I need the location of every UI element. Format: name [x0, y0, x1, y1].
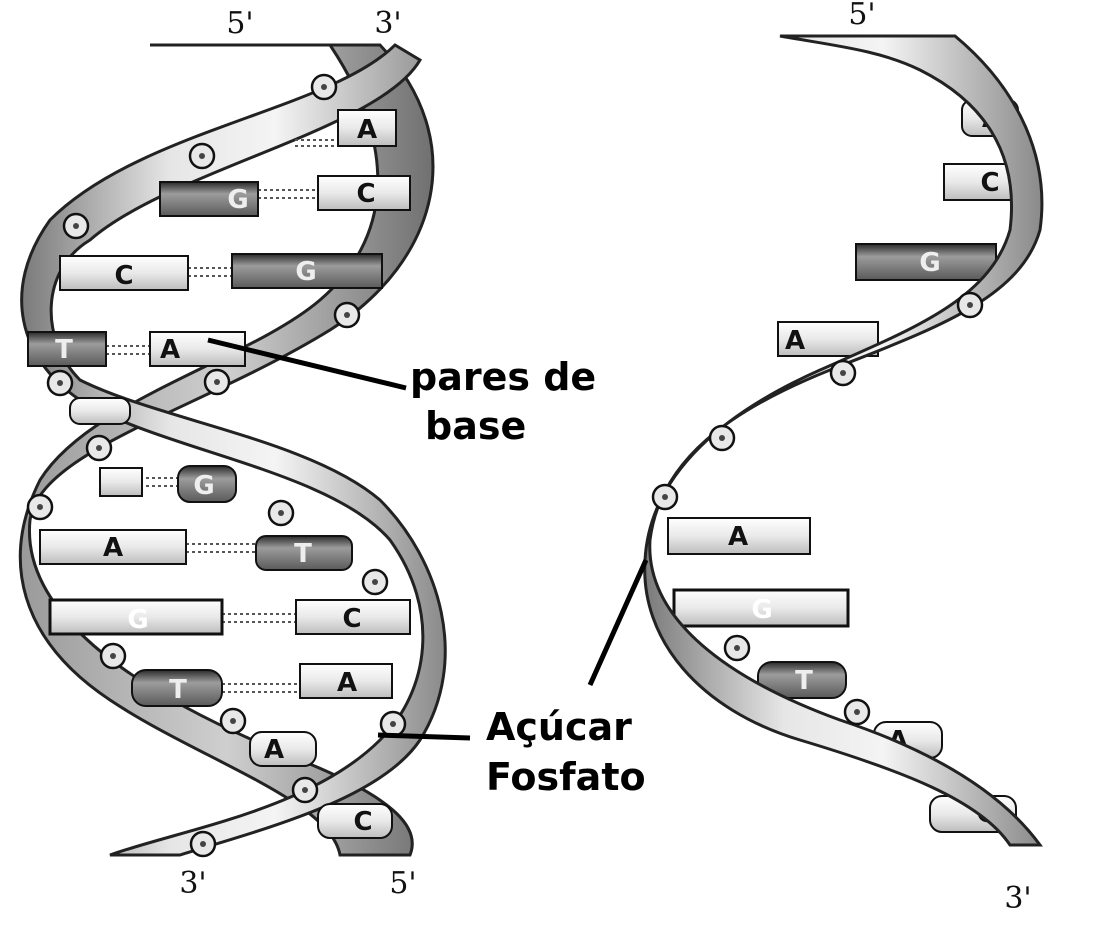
base-block: [317, 803, 393, 839]
base-pair-4: T A: [27, 331, 246, 367]
backbone-strand: [643, 34, 1044, 847]
base-block: [757, 661, 847, 699]
hydrogen-bonds: [106, 139, 335, 693]
base-letter: G: [193, 471, 214, 501]
base-letter: C: [356, 179, 375, 209]
base-letter: A: [785, 326, 805, 356]
base-block: [39, 529, 187, 565]
base-letter: C: [353, 807, 372, 837]
base-letter: G: [919, 248, 940, 278]
base-block: [159, 181, 259, 217]
base-block: [131, 669, 223, 707]
base-pair-5: [69, 397, 131, 425]
base-pair-10: A: [249, 731, 317, 767]
base-letter: A: [357, 115, 377, 145]
bottom-end-label: 3': [1004, 881, 1031, 916]
base-block: [255, 535, 353, 571]
base-block: [59, 255, 189, 291]
base-block: [299, 663, 393, 699]
base-block: [337, 109, 397, 147]
left-bases: A G C C G T A: [27, 109, 411, 839]
base-pair-3: C G: [59, 253, 383, 291]
base-block: [231, 253, 383, 289]
sugar-phosphate-pointer-right: [587, 558, 649, 687]
base-letter: A: [337, 668, 357, 698]
base-letter: C: [342, 604, 361, 634]
base-pairs-label-line2: base: [425, 404, 526, 448]
sugar-phosphate-label-line1: Açúcar: [486, 705, 632, 749]
base-block: [667, 517, 811, 555]
base-letter: G: [751, 595, 772, 625]
base-letter: A: [103, 533, 123, 563]
base-letter: G: [227, 185, 248, 215]
base-pair-9: T A: [131, 663, 393, 707]
base-letter: A: [264, 735, 284, 765]
base-letter: T: [55, 335, 73, 365]
base-block: [27, 331, 107, 367]
base-block: [672, 588, 850, 628]
top-end-label: 5': [848, 0, 875, 32]
base-pair-7: A T: [39, 529, 353, 571]
base-letter: A: [160, 335, 180, 365]
base-block: [149, 331, 246, 367]
base-letter: G: [127, 605, 148, 635]
base-pairs-pointer: [207, 337, 407, 391]
base-pair-6: G: [99, 465, 237, 503]
phosphate-groups: [651, 291, 984, 726]
sugar-phosphate-pointer-left: [377, 732, 471, 741]
base-block: [177, 465, 237, 503]
base-pair-2: G C: [159, 175, 411, 217]
base-letter: T: [795, 666, 813, 696]
base-letter: T: [169, 675, 187, 705]
base-letter: A: [728, 522, 748, 552]
base-letter: T: [294, 539, 312, 569]
top-right-end-label: 3': [374, 6, 401, 41]
double-helix: A G C C G T A: [19, 6, 447, 901]
top-left-end-label: 5': [226, 6, 253, 41]
base-block: [317, 175, 411, 211]
base-block: [99, 467, 143, 497]
base-block: [249, 731, 317, 767]
base-letter: C: [114, 261, 133, 291]
bottom-right-end-label: 5': [389, 866, 416, 901]
bottom-left-end-label: 3': [179, 866, 206, 901]
base-block: [295, 599, 411, 635]
base-pairs-label-line1: pares de: [410, 355, 596, 399]
base-letter: C: [980, 168, 999, 198]
base-letter: G: [295, 257, 316, 287]
callouts: pares de base Açúcar Fosfato: [207, 337, 649, 799]
base-pair-1: A: [337, 109, 397, 147]
base-block: [48, 598, 224, 636]
base-block: [69, 397, 131, 425]
base-pair-8: G C: [48, 598, 411, 636]
single-strand: A C G A A G T A C: [643, 0, 1044, 916]
base-pair-11: C: [317, 803, 393, 839]
sugar-phosphate-label-line2: Fosfato: [486, 755, 646, 799]
